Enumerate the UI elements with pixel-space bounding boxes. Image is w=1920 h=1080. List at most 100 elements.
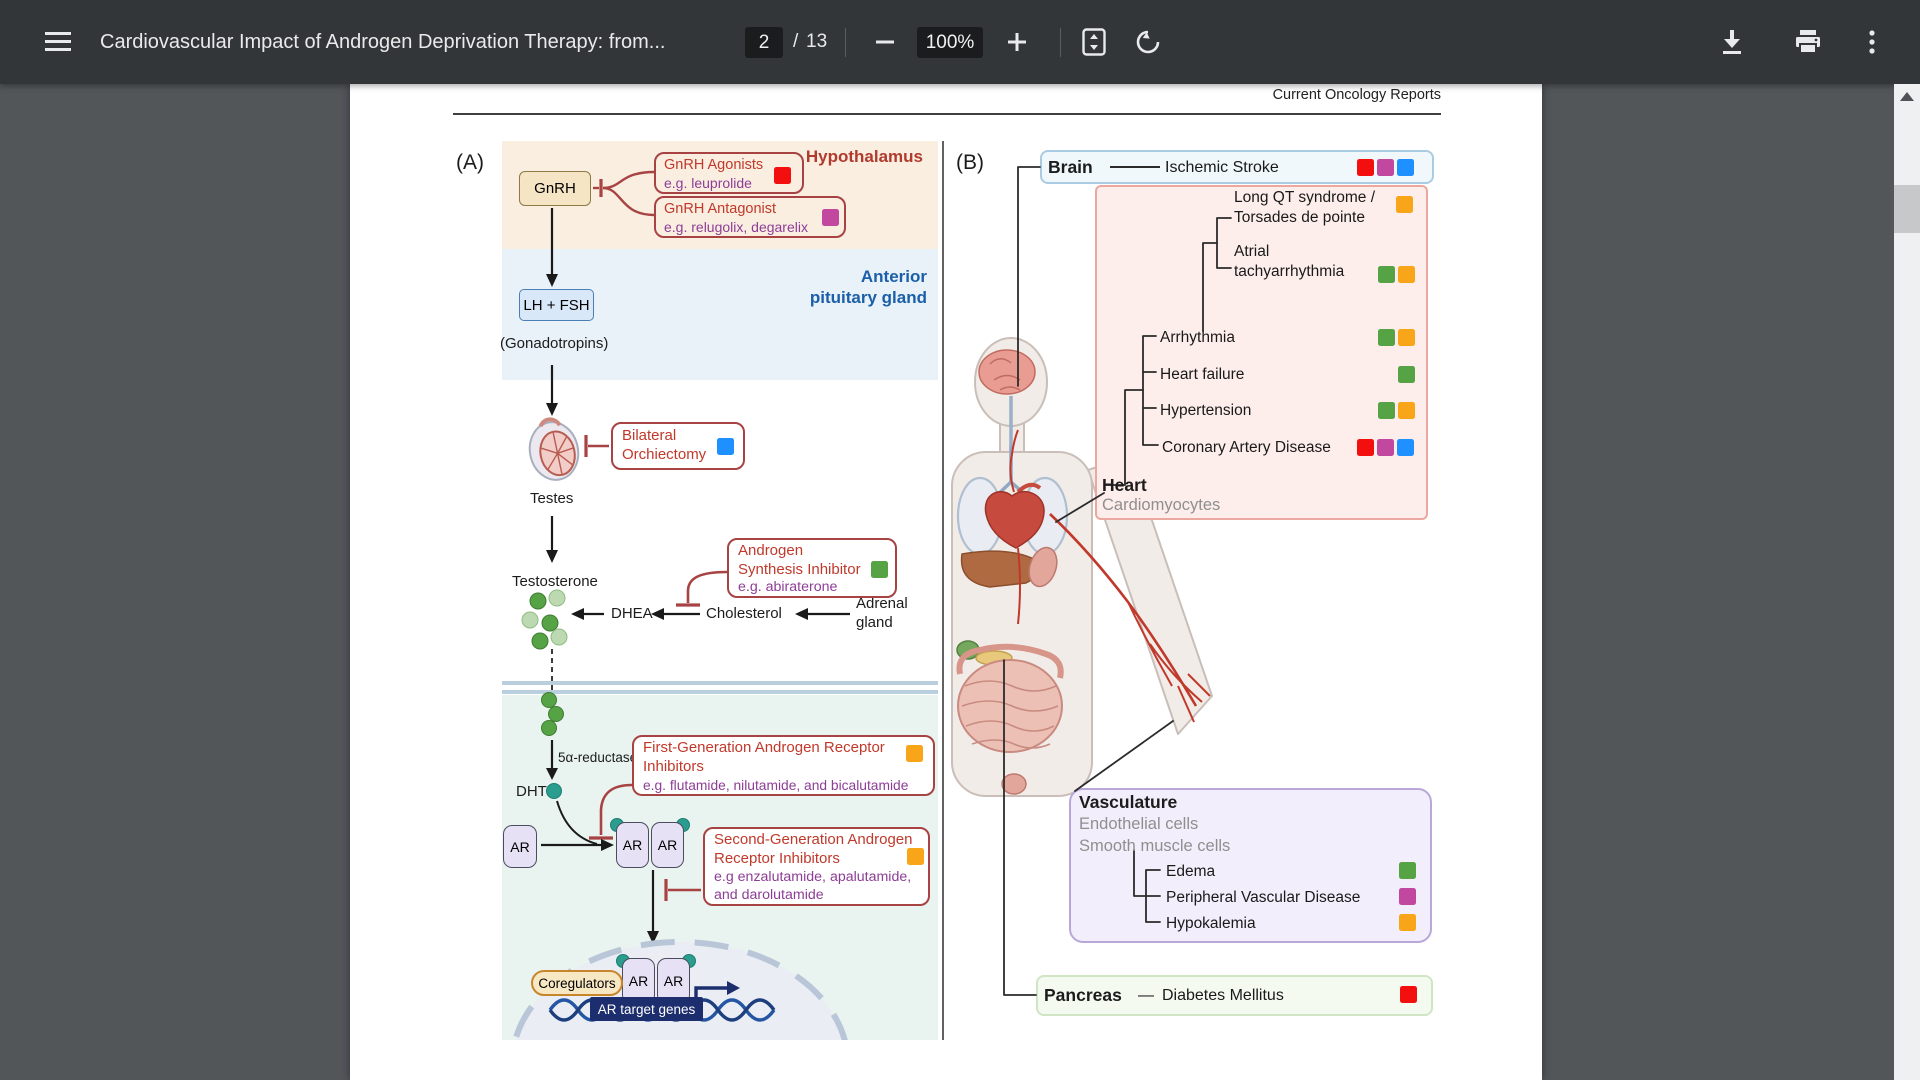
panel-a-label: (A) <box>456 150 484 176</box>
heart-condition: Long QT syndrome / Torsades de pointe <box>1234 188 1389 228</box>
rotate-button[interactable] <box>1128 22 1168 62</box>
legend-swatch-red <box>774 167 791 184</box>
reductase-label: 5α-reductase <box>558 750 637 767</box>
menu-button[interactable] <box>38 22 78 62</box>
coregulators-node: Coregulators <box>531 970 623 996</box>
vasculature-condition: Peripheral Vascular Disease <box>1166 888 1360 908</box>
first-gen-title: First-Generation Androgen Receptor Inhib… <box>643 739 905 776</box>
bilateral-orchiectomy-box: Bilateral Orchiectomy <box>611 422 745 470</box>
legend-swatch-red <box>1400 986 1417 1003</box>
gnrh-antagonist-example: e.g. relugolix, degarelix <box>664 219 808 237</box>
legend-swatch-orange <box>907 848 924 865</box>
legend-swatch-orange <box>1396 196 1413 213</box>
page-total: 13 <box>806 0 827 84</box>
pdf-toolbar: Cardiovascular Impact of Androgen Depriv… <box>0 0 1920 84</box>
legend-swatch-blue <box>717 438 734 455</box>
gnrh-agonists-example: e.g. leuprolide <box>664 175 752 193</box>
ar-target-genes-node: AR target genes <box>590 997 703 1021</box>
zoom-out-button[interactable] <box>865 22 905 62</box>
legend-swatch-orange <box>906 745 923 762</box>
scrollbar-thumb[interactable] <box>1894 185 1920 233</box>
document-title: Cardiovascular Impact of Androgen Depriv… <box>100 0 665 84</box>
panel-b-label: (B) <box>956 150 984 176</box>
second-gen-example: e.g enzalutamide, apalutamide, and darol… <box>714 868 919 904</box>
vasculature-subtitle: Endothelial cells <box>1079 814 1198 835</box>
gnrh-agonists-box: GnRH Agonists e.g. leuprolide <box>654 152 804 194</box>
testes-label: Testes <box>530 490 573 509</box>
second-gen-title: Second-Generation Androgen Receptor Inhi… <box>714 831 919 868</box>
pancreas-condition: Diabetes Mellitus <box>1162 986 1284 1007</box>
gnrh-agonists-title: GnRH Agonists <box>664 157 763 175</box>
testosterone-label: Testosterone <box>512 573 598 592</box>
heart-condition: Coronary Artery Disease <box>1162 438 1331 458</box>
fit-to-page-button[interactable] <box>1074 22 1114 62</box>
ar-node: AR <box>651 822 684 868</box>
legend-swatch-magenta <box>822 209 839 226</box>
download-icon <box>1720 29 1744 55</box>
zoom-in-button[interactable] <box>997 22 1037 62</box>
heart-subtitle: Cardiomyocytes <box>1102 495 1220 516</box>
print-icon <box>1795 30 1821 54</box>
legend-swatch-red <box>1357 439 1374 456</box>
legend-swatch-orange <box>1398 329 1415 346</box>
zoom-out-icon <box>876 40 894 44</box>
gnrh-antagonist-title: GnRH Antagonist <box>664 201 776 219</box>
ar-node: AR <box>503 825 537 868</box>
download-button[interactable] <box>1712 22 1752 62</box>
print-button[interactable] <box>1788 22 1828 62</box>
second-gen-ari-box: Second-Generation Androgen Receptor Inhi… <box>703 827 930 906</box>
pancreas-dash: — <box>1138 986 1154 1007</box>
cholesterol-label: Cholesterol <box>706 605 782 624</box>
vasculature-condition: Edema <box>1166 862 1215 882</box>
legend-swatch-orange <box>1398 402 1415 419</box>
anterior-pituitary-title: Anterior pituitary gland <box>805 266 927 309</box>
pancreas-name: Pancreas <box>1044 985 1122 1007</box>
legend-swatch-blue <box>1397 159 1414 176</box>
legend-swatch-red <box>1357 159 1374 176</box>
first-gen-ari-box: First-Generation Androgen Receptor Inhib… <box>632 735 935 796</box>
dhea-label: DHEA <box>611 605 653 624</box>
vasculature-subtitle: Smooth muscle cells <box>1079 836 1230 857</box>
adrenal-gland-label: Adrenal gland <box>856 595 918 633</box>
legend-swatch-green <box>1378 402 1395 419</box>
rotate-icon <box>1135 29 1161 55</box>
heart-name: Heart <box>1102 475 1147 497</box>
legend-swatch-green <box>1399 862 1416 879</box>
legend-swatch-orange <box>1398 266 1415 283</box>
gonadotropins-label: (Gonadotropins) <box>500 335 608 354</box>
heart-condition: Atrial tachyarrhythmia <box>1234 242 1362 282</box>
scrollbar[interactable] <box>1894 84 1920 1080</box>
zoom-in-icon <box>1008 33 1026 51</box>
gnrh-node: GnRH <box>519 171 591 206</box>
legend-swatch-green <box>1378 266 1395 283</box>
heart-condition: Hypertension <box>1160 401 1251 421</box>
toolbar-divider <box>1060 28 1061 57</box>
first-gen-example: e.g. flutamide, nilutamide, and bicaluta… <box>643 777 908 795</box>
journal-header: Current Oncology Reports <box>1273 86 1441 104</box>
heart-condition: Arrhythmia <box>1160 328 1235 348</box>
kebab-icon <box>1869 30 1875 54</box>
asi-example: e.g. abiraterone <box>738 578 837 596</box>
pdf-page: Current Oncology Reports (A) Hypothalamu… <box>350 84 1542 1080</box>
fit-to-page-icon <box>1082 28 1106 56</box>
vasculature-condition: Hypokalemia <box>1166 914 1256 934</box>
legend-swatch-magenta <box>1377 159 1394 176</box>
page-separator: / <box>793 0 798 84</box>
bilateral-orchiectomy-label: Bilateral Orchiectomy <box>622 427 714 464</box>
header-rule <box>453 113 1441 115</box>
legend-swatch-blue <box>1397 439 1414 456</box>
androgen-synthesis-inhibitor-box: Androgen Synthesis Inhibitor e.g. abirat… <box>727 538 897 598</box>
zoom-level[interactable]: 100% <box>917 27 983 58</box>
more-options-button[interactable] <box>1852 22 1892 62</box>
brain-condition: Ischemic Stroke <box>1165 158 1279 179</box>
legend-swatch-magenta <box>1377 439 1394 456</box>
page-number-input[interactable]: 2 <box>745 27 783 58</box>
gnrh-antagonist-box: GnRH Antagonist e.g. relugolix, degareli… <box>654 196 846 238</box>
hamburger-icon <box>45 32 71 52</box>
legend-swatch-green <box>871 561 888 578</box>
scrollbar-up-arrow[interactable] <box>1900 92 1914 101</box>
lh-fsh-node: LH + FSH <box>519 289 594 321</box>
vasculature-name: Vasculature <box>1079 792 1177 814</box>
toolbar-divider <box>845 28 846 57</box>
ar-node: AR <box>616 822 649 868</box>
